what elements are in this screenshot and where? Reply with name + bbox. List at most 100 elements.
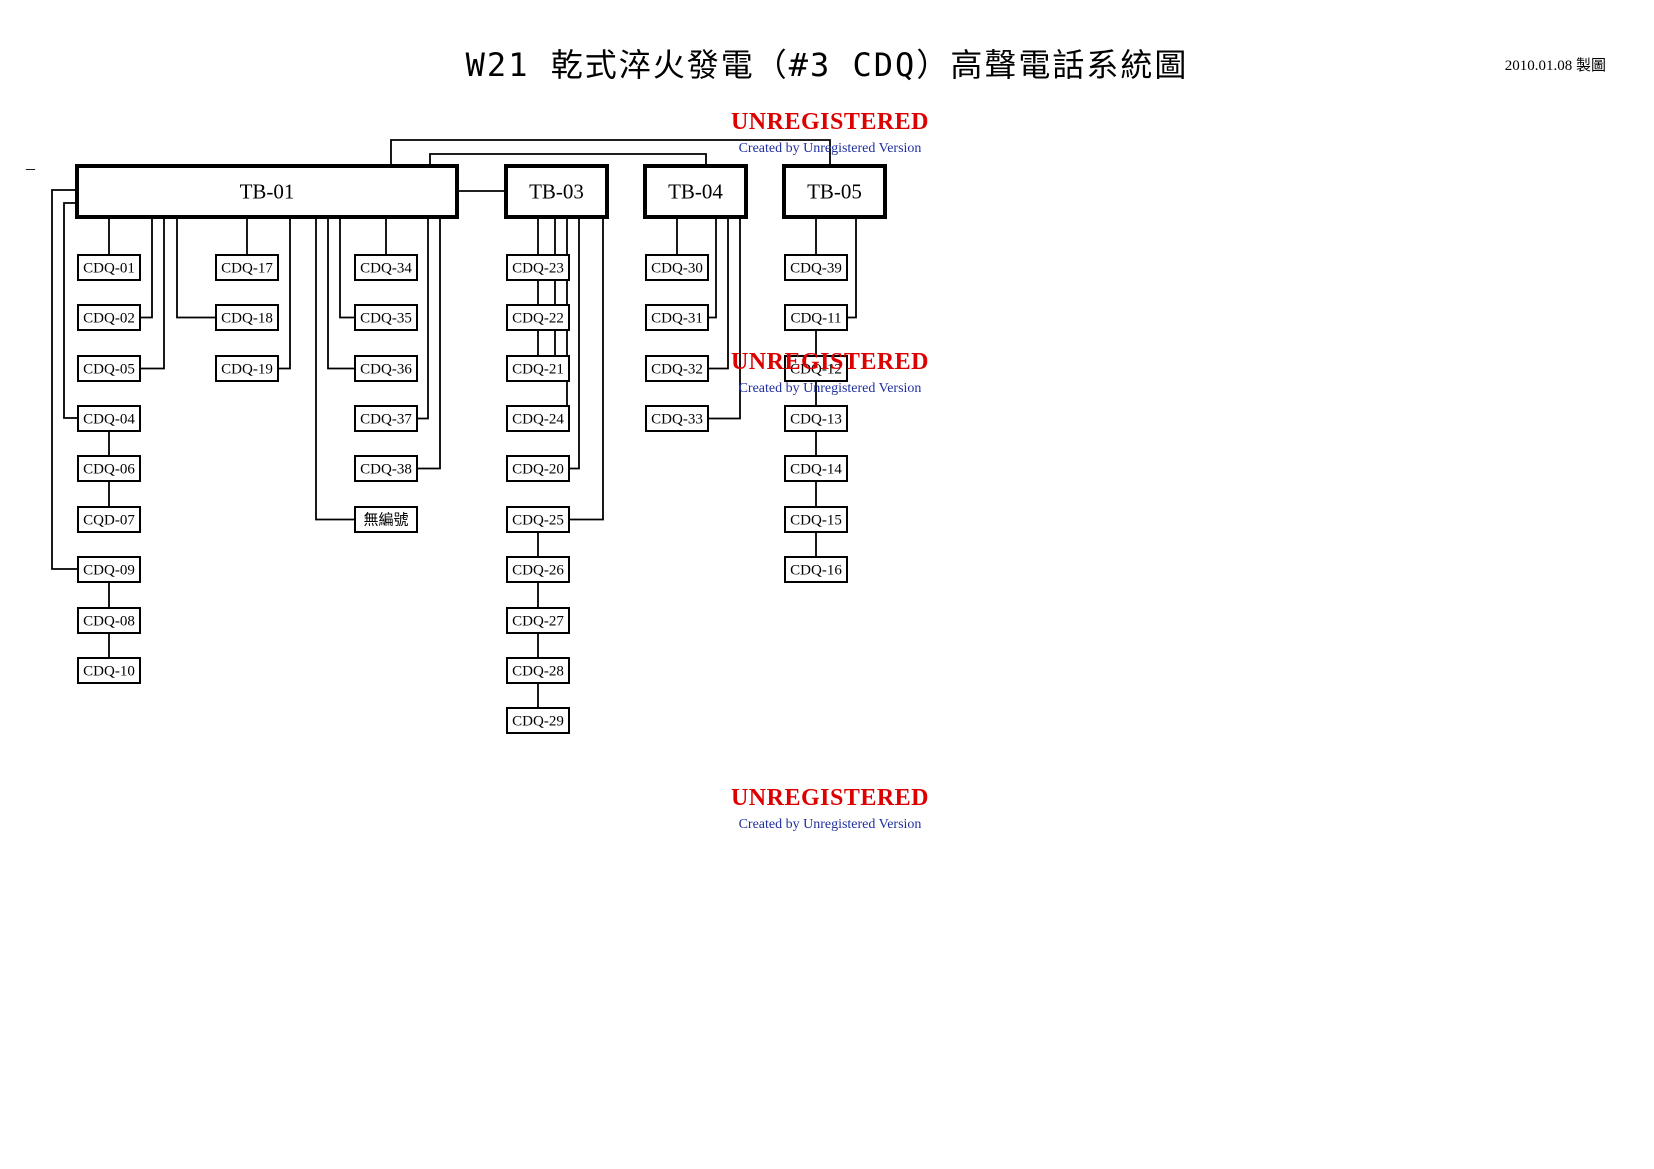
station-box-cdq-05	[77, 355, 141, 382]
wire-feed-cdq-09	[51, 189, 78, 570]
terminal-box-label: TB-03	[529, 180, 584, 204]
wire-feed-cdq-37	[417, 217, 429, 420]
station-label: CDQ-23	[512, 261, 564, 277]
station-label: CDQ-01	[83, 261, 135, 277]
station-label: CDQ-05	[83, 362, 135, 378]
left-dash-mark: –	[26, 158, 35, 178]
station-box-cqd-07	[77, 506, 141, 533]
station-box-cdq-04	[77, 405, 141, 432]
station-box-cdq-22	[506, 304, 570, 331]
station-label: CDQ-37	[360, 412, 412, 428]
station-box-cdq-36	[354, 355, 418, 382]
station-box-cdq-09	[77, 556, 141, 583]
station-label: CDQ-08	[83, 614, 135, 630]
station-box-cdq-19	[215, 355, 279, 382]
station-box-cdq-30	[645, 254, 709, 281]
station-label: CDQ-38	[360, 462, 412, 478]
station-label: CDQ-35	[360, 311, 412, 327]
station-box-cdq-25	[506, 506, 570, 533]
station-box-cdq-16	[784, 556, 848, 583]
station-box-cdq-39	[784, 254, 848, 281]
station-label: CDQ-22	[512, 311, 564, 327]
station-box-cdq-32	[645, 355, 709, 382]
wire-feed-cdq-31	[708, 217, 717, 319]
station-box-cdq-35	[354, 304, 418, 331]
terminal-box-label: TB-04	[668, 180, 723, 204]
station-box-cdq-10	[77, 657, 141, 684]
station-label: CDQ-30	[651, 261, 703, 277]
wire-feed-cdq-05	[140, 217, 165, 370]
page-title: W21 乾式淬火發電（#3 CDQ）高聲電話系統圖	[465, 46, 1189, 84]
station-label: CDQ-29	[512, 714, 564, 730]
station-label: CDQ-13	[790, 412, 842, 428]
terminal-box-tb-04	[643, 164, 748, 219]
watermark-headline: UNREGISTERED	[730, 349, 930, 375]
station-box-cdq-17	[215, 254, 279, 281]
station-label: CDQ-34	[360, 261, 412, 277]
terminal-box-tb-03	[504, 164, 609, 219]
station-label: CDQ-25	[512, 513, 564, 529]
wire-feed-cdq-35	[339, 217, 355, 319]
wire-feed-cdq-02	[140, 217, 153, 319]
station-label: CDQ-20	[512, 462, 564, 478]
station-label: CDQ-11	[790, 311, 841, 327]
wire-feed-cdq-33	[708, 217, 741, 420]
station-box-cdq-34	[354, 254, 418, 281]
station-box-cdq-01	[77, 254, 141, 281]
station-label: CDQ-28	[512, 664, 564, 680]
station-label: CDQ-26	[512, 563, 564, 579]
station-label: CDQ-36	[360, 362, 412, 378]
station-box-cdq-31	[645, 304, 709, 331]
station-label: 無編號	[363, 512, 408, 529]
watermark-subline: Created by Unregistered Version	[738, 817, 922, 832]
station-label: CDQ-09	[83, 563, 135, 579]
wire-feed-cdq-11	[847, 217, 857, 319]
station-box-cdq-06	[77, 455, 141, 482]
link-tb01-tb04	[429, 153, 707, 166]
station-label: CDQ-14	[790, 462, 842, 478]
station-box-cdq-27	[506, 607, 570, 634]
station-box-cdq-15	[784, 506, 848, 533]
station-label: CDQ-19	[221, 362, 273, 378]
station-label: CQD-07	[83, 513, 135, 529]
station-label: CDQ-04	[83, 412, 135, 428]
station-box-cdq-28	[506, 657, 570, 684]
station-box-cdq-38	[354, 455, 418, 482]
watermark-subline: Created by Unregistered Version	[738, 141, 922, 156]
station-box-cdq-02	[77, 304, 141, 331]
station-box-cdq-37	[354, 405, 418, 432]
drawing-date: 2010.01.08 製圖	[1504, 58, 1606, 74]
station-label: CDQ-27	[512, 614, 564, 630]
terminal-box-label: TB-05	[807, 180, 862, 204]
station-label: CDQ-17	[221, 261, 273, 277]
wire-feed-cdq-20	[569, 217, 580, 470]
station-box-cdq-08	[77, 607, 141, 634]
wire-feed-cdq-18	[176, 217, 216, 319]
watermark-subline: Created by Unregistered Version	[738, 381, 922, 396]
terminal-box-tb-05	[782, 164, 887, 219]
station-box-unnumbered	[354, 506, 418, 533]
station-box-cdq-26	[506, 556, 570, 583]
station-box-cdq-12	[784, 355, 848, 382]
station-label: CDQ-18	[221, 311, 273, 327]
wire-feed-cdq-38	[417, 217, 441, 470]
watermark-headline: UNREGISTERED	[730, 109, 930, 135]
station-label: CDQ-10	[83, 664, 135, 680]
station-label: CDQ-06	[83, 462, 135, 478]
wire-feed-cdq-25	[569, 217, 604, 521]
station-box-cdq-14	[784, 455, 848, 482]
watermark-headline: UNREGISTERED	[730, 785, 930, 811]
station-box-cdq-20	[506, 455, 570, 482]
wire-feed-cdq-32	[708, 217, 729, 370]
wiring-layer	[51, 139, 857, 708]
station-label: CDQ-12	[790, 362, 842, 378]
terminal-box-label: TB-01	[240, 180, 295, 204]
wire-feed-cdq-19	[278, 217, 291, 370]
station-label: CDQ-33	[651, 412, 703, 428]
station-label: CDQ-32	[651, 362, 703, 378]
wire-feed-cdq-04	[63, 202, 78, 419]
watermark-top: UNREGISTERED Created by Unregistered Ver…	[720, 108, 940, 158]
wire-feed-unnumbered	[315, 217, 355, 521]
